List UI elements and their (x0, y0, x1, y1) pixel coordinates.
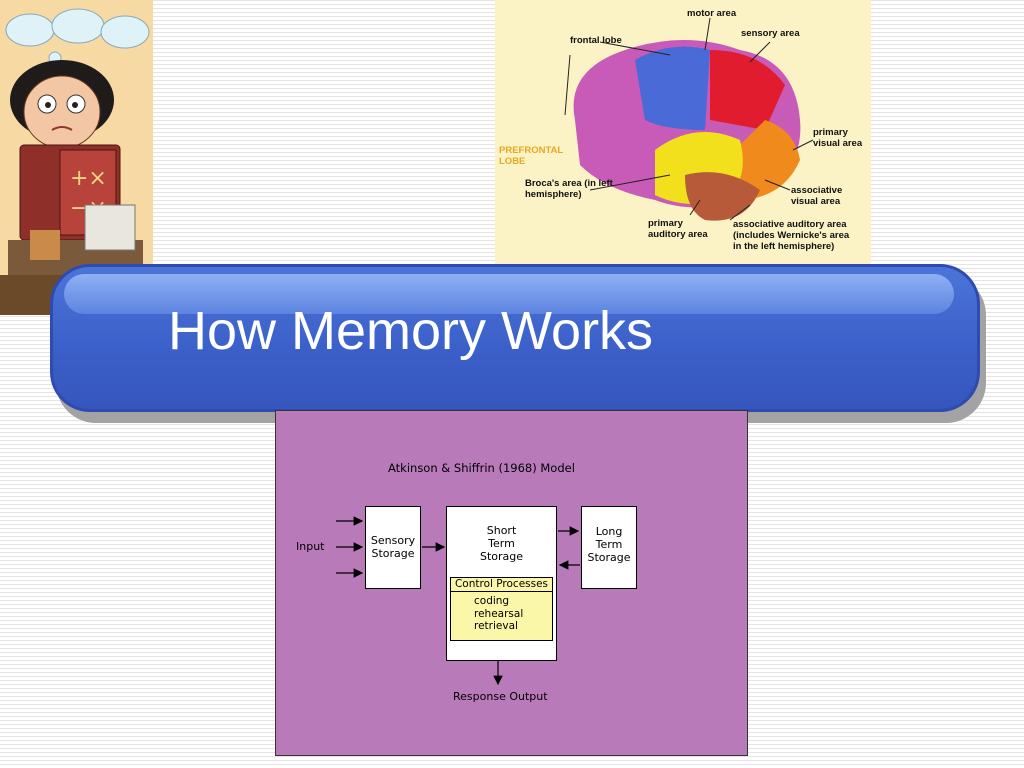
prefrontal-lobe-label: PREFRONTAL LOBE (499, 145, 564, 167)
svg-text:+×: +× (70, 166, 107, 191)
title-banner-highlight (64, 274, 954, 314)
primary-auditory-area-label: primary auditory area (648, 218, 708, 240)
sensory-storage-box: Sensory Storage (365, 506, 421, 589)
input-label: Input (296, 540, 325, 553)
long-term-storage-box: Long Term Storage (581, 506, 637, 589)
diagram-arrows (336, 516, 580, 686)
memory-model-diagram: Atkinson & Shiffrin (1968) Model Input S… (275, 410, 748, 756)
control-processes-box: Control Processes coding rehearsal retri… (450, 577, 553, 641)
primary-visual-area-label: primary visual area (813, 127, 863, 149)
brain-drawing (564, 17, 814, 221)
associative-visual-area-label: associative visual area (791, 185, 843, 207)
control-processes-title: Control Processes (451, 578, 552, 592)
motor-area-label: motor area (687, 8, 737, 19)
sensory-area-label: sensory area (741, 28, 800, 39)
diagram-title: Atkinson & Shiffrin (1968) Model (388, 461, 575, 475)
frontal-lobe-label: frontal lobe (570, 35, 622, 46)
studying-cartoon-image: +× −× (0, 0, 153, 315)
associative-auditory-area-label: associative auditory area (includes Wern… (733, 219, 850, 252)
control-process-rehearsal: rehearsal (474, 607, 524, 620)
short-term-storage-label: Short Term Storage (479, 524, 524, 563)
long-term-storage-label: Long Term Storage (587, 525, 631, 564)
control-process-coding: coding (474, 595, 510, 607)
brocas-area-label: Broca's area (in left hemisphere) (525, 178, 613, 200)
brain-diagram-image: motor area frontal lobe sensory area pri… (495, 0, 871, 266)
control-process-retrieval: retrieval (474, 620, 518, 632)
cartoon-drawing: +× −× (0, 8, 153, 315)
sensory-storage-label: Sensory Storage (370, 534, 416, 560)
slide-title: How Memory Works (168, 301, 654, 361)
response-output-label: Response Output (453, 690, 548, 703)
